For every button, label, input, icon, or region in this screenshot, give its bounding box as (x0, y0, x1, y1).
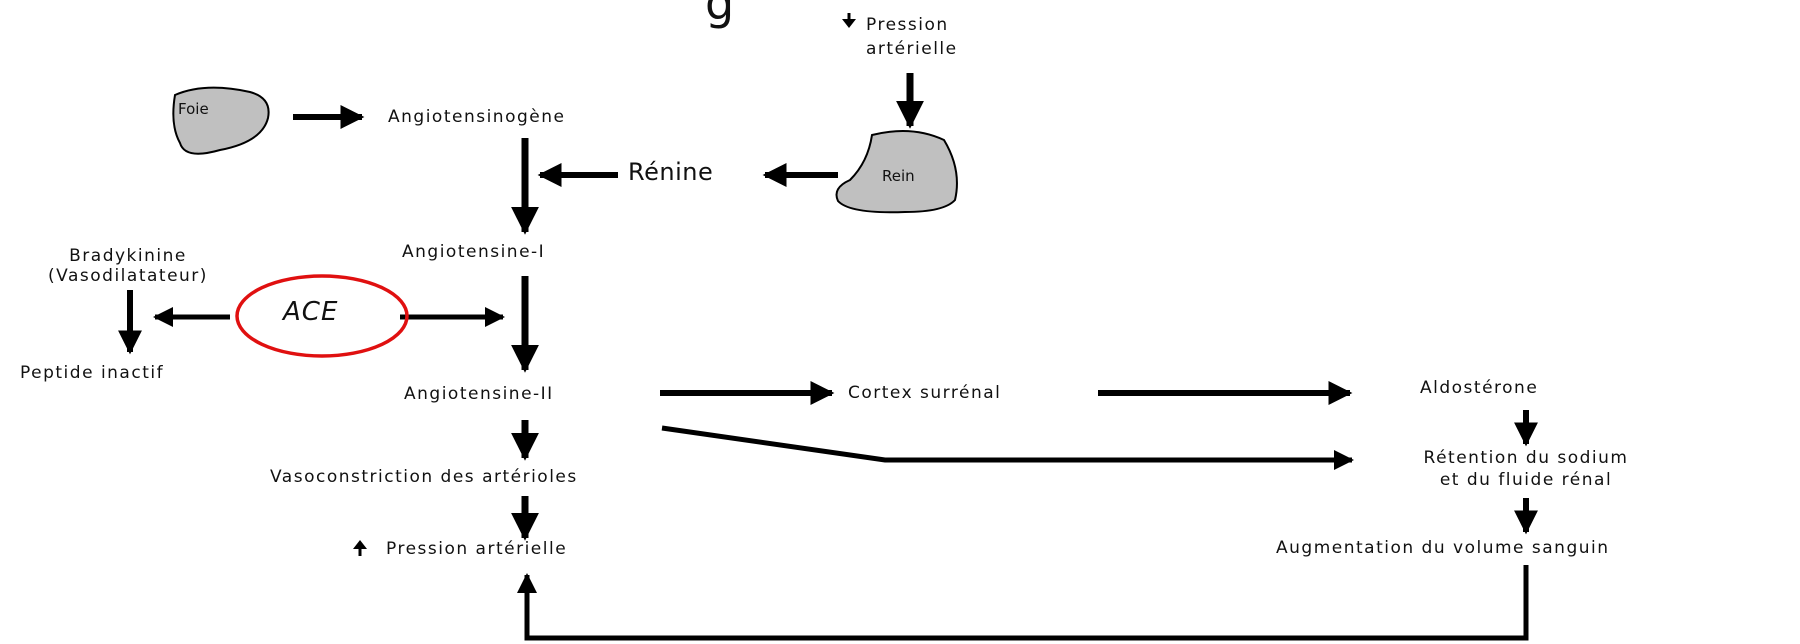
pressure-up-label: Pression artérielle (386, 538, 567, 560)
sodium-retention-label: Rétention du sodium et du fluide rénal (1424, 447, 1629, 491)
renin-label: Rénine (628, 161, 713, 183)
inactive-peptide-label: Peptide inactif (20, 362, 164, 384)
angiotensin-1-label: Angiotensine-I (402, 241, 545, 263)
angiotensinogen-label: Angiotensinogène (388, 106, 565, 128)
arrow-feedback-loop (527, 565, 1526, 638)
pressure-down-label: Pression artérielle (866, 13, 958, 61)
ace-label: ACE (283, 301, 338, 323)
liver-label: Foie (178, 100, 209, 118)
angiotensin-2-label: Angiotensine-II (404, 383, 554, 405)
vasoconstriction-label: Vasoconstriction des artérioles (270, 466, 578, 488)
aldosterone-label: Aldostérone (1420, 377, 1538, 399)
up-arrow-icon (353, 540, 367, 556)
adrenal-cortex-label: Cortex surrénal (848, 382, 1001, 404)
down-arrow-icon (842, 13, 856, 29)
bradykinin-label: Bradykinine (Vasodilatateur) (48, 246, 208, 286)
blood-volume-label: Augmentation du volume sanguin (1276, 537, 1610, 559)
kidney-label: Rein (882, 167, 915, 185)
cut-title-fragment: g (705, 0, 734, 30)
liver-shape (173, 88, 268, 154)
arrow-angiotensin2-to-sodium (662, 428, 1352, 460)
